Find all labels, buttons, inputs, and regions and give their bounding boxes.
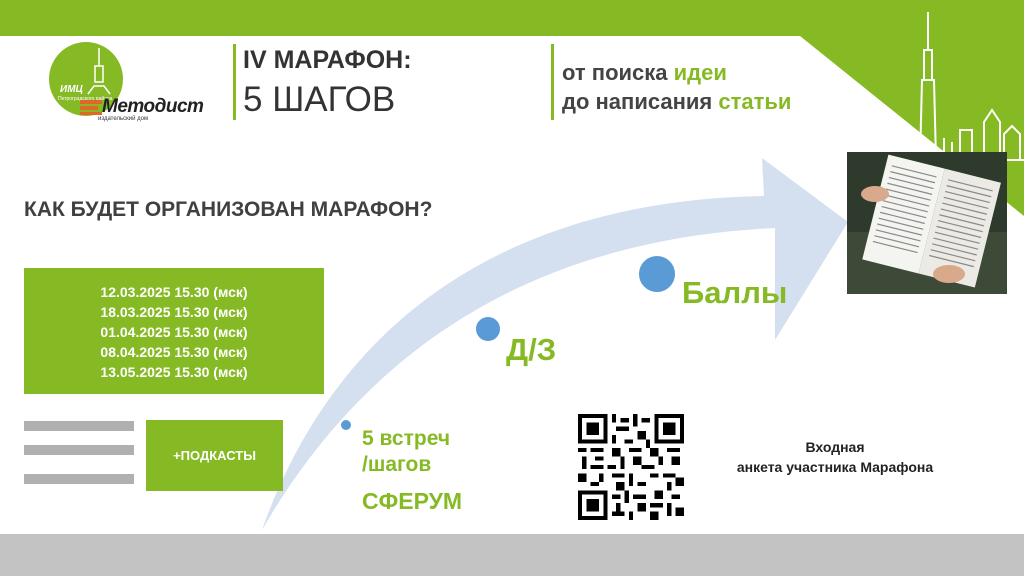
methodist-logo-mark <box>80 100 102 115</box>
step3-label: Баллы <box>682 275 788 310</box>
step2-dot <box>474 315 502 343</box>
logo-org-sub: Петроградского района <box>58 96 113 102</box>
step1-label-line1: 5 встреч <box>362 427 451 450</box>
logo-brand-sub: издательский дом <box>98 116 149 122</box>
logo-brand: Методист <box>102 96 204 117</box>
step1-platform: СФЕРУМ <box>362 488 463 514</box>
date-item: 13.05.2025 15.30 (мск) <box>100 364 248 380</box>
spire-icon <box>87 48 111 95</box>
tagline1-prefix: от поиска <box>562 60 674 85</box>
decorative-line <box>24 421 134 431</box>
podcasts-button[interactable]: +ПОДКАСТЫ <box>146 420 283 491</box>
step1-label-line2: /шагов <box>362 453 432 476</box>
section-heading: КАК БУДЕТ ОРГАНИЗОВАН МАРАФОН? <box>24 198 433 221</box>
survey-line1: Входная <box>805 439 865 455</box>
decorative-line <box>24 445 134 455</box>
document-photo <box>847 152 1007 294</box>
decorative-line <box>24 474 134 484</box>
title-divider <box>233 44 236 120</box>
tagline-divider <box>551 44 554 120</box>
step2-label: Д/З <box>506 332 557 367</box>
dates-list: 12.03.2025 15.30 (мск) 18.03.2025 15.30 … <box>24 282 324 382</box>
survey-line2: анкета участника Марафона <box>736 459 934 475</box>
tagline2-highlight: статьи <box>718 89 792 114</box>
step1-dot <box>339 418 353 432</box>
step3-dot <box>637 254 677 294</box>
top-green-bar <box>0 0 1024 36</box>
tagline-line2: до написания статьи <box>562 89 791 115</box>
date-item: 12.03.2025 15.30 (мск) <box>100 284 248 300</box>
title-line1: IV МАРАФОН: <box>243 46 412 74</box>
logo-org-abbr: ИМЦ <box>60 84 83 95</box>
tagline-line1: от поиска идеи <box>562 60 727 86</box>
tagline2-prefix: до написания <box>562 89 719 114</box>
tagline1-highlight: идеи <box>673 60 727 85</box>
dates-box: 12.03.2025 15.30 (мск) 18.03.2025 15.30 … <box>24 268 324 394</box>
date-item: 01.04.2025 15.30 (мск) <box>100 324 248 340</box>
footer-bar <box>0 534 1024 576</box>
date-item: 18.03.2025 15.30 (мск) <box>100 304 248 320</box>
title-line2: 5 ШАГОВ <box>243 80 396 119</box>
date-item: 08.04.2025 15.30 (мск) <box>100 344 248 360</box>
survey-caption: Входная анкета участника Марафона <box>710 437 960 477</box>
qr-code-icon <box>578 414 684 520</box>
